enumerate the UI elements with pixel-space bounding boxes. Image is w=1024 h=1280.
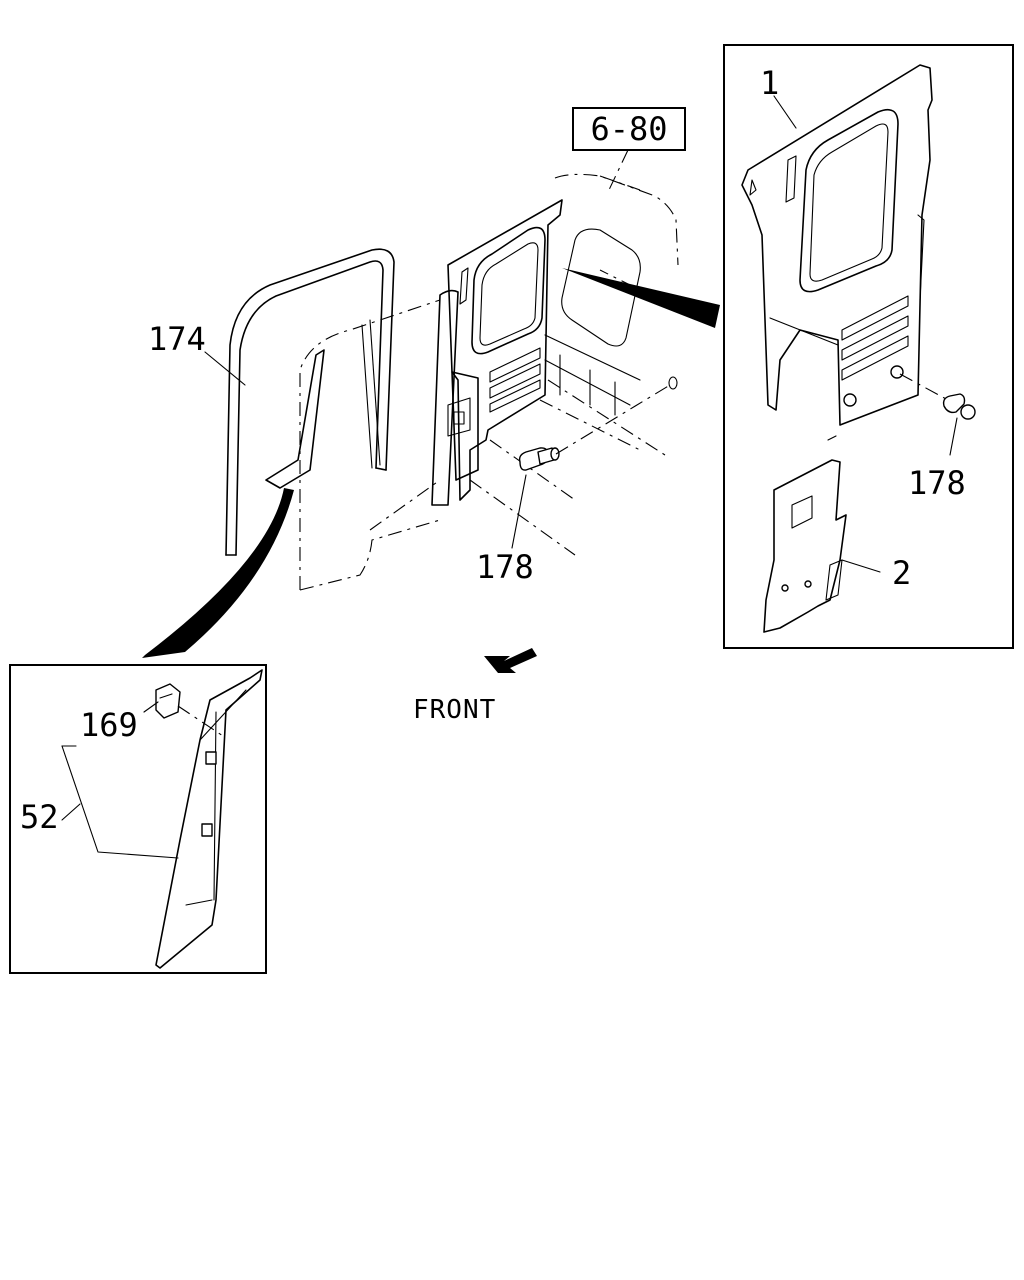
lower-trim-panel-2: 2	[763, 435, 911, 633]
label-2: 2	[892, 554, 911, 592]
label-169: 169	[80, 706, 138, 744]
label-52: 52	[20, 798, 59, 836]
label-174: 174	[148, 320, 206, 358]
label-1: 1	[760, 64, 779, 102]
ref-box-label: 6-80	[590, 110, 667, 148]
front-label: FRONT	[413, 695, 496, 725]
upper-trim-panel-1	[741, 64, 933, 426]
pillar-trim-52	[155, 669, 263, 969]
leader-wedge-upper	[562, 268, 720, 328]
inset-trim-panels	[723, 44, 1014, 649]
fastener-inset: 178	[899, 373, 976, 502]
ref-box: 6-80	[572, 107, 686, 193]
clip-169: 169	[80, 683, 227, 744]
inset-pillar-trim	[9, 664, 267, 974]
cab-body-outline	[369, 173, 679, 556]
callout-52: 52	[20, 745, 179, 859]
label-178-main: 178	[476, 548, 534, 586]
callouts-main: 174 178	[148, 320, 534, 586]
fastener-main	[518, 376, 678, 471]
door-frame-outline	[299, 299, 441, 591]
trim-panel-main	[447, 199, 563, 501]
leader-wedge-lower	[142, 488, 294, 658]
front-arrow-icon	[484, 648, 537, 673]
label-178-inset: 178	[908, 464, 966, 502]
weatherstrip-174	[225, 248, 459, 556]
callout-1: 1	[760, 64, 797, 129]
front-indicator: FRONT	[413, 648, 537, 725]
